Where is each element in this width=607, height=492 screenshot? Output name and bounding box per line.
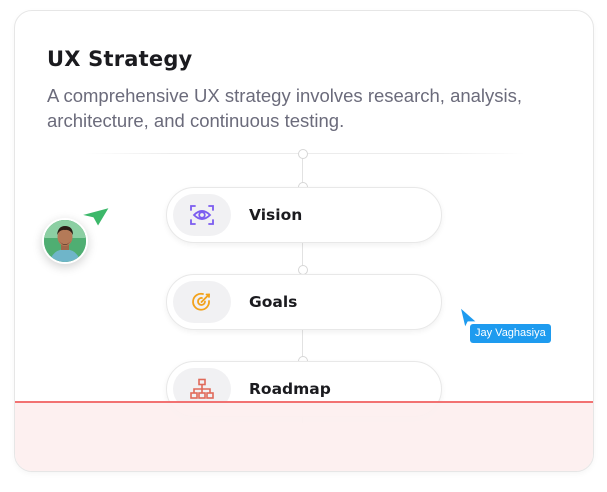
card-description: A comprehensive UX strategy involves res… xyxy=(47,85,523,131)
step-label: Roadmap xyxy=(249,380,331,398)
ux-strategy-card: UX Strategy A comprehensive UX strategy … xyxy=(14,10,594,472)
cursor-arrow-icon xyxy=(76,205,112,234)
step-label: Goals xyxy=(249,293,298,311)
step-label: Vision xyxy=(249,206,303,224)
step-vision[interactable]: Vision xyxy=(166,187,442,243)
bottom-fade-overlay xyxy=(15,401,593,471)
step-goals[interactable]: Goals xyxy=(166,274,442,330)
timeline-node xyxy=(298,149,308,159)
cursor-arrow-icon xyxy=(457,305,479,334)
user-avatar xyxy=(42,218,88,264)
collaborator-name-tag: Jay Vaghasiya xyxy=(470,324,551,343)
card-title: UX Strategy xyxy=(47,47,193,71)
target-icon xyxy=(173,281,231,323)
eye-icon xyxy=(173,194,231,236)
